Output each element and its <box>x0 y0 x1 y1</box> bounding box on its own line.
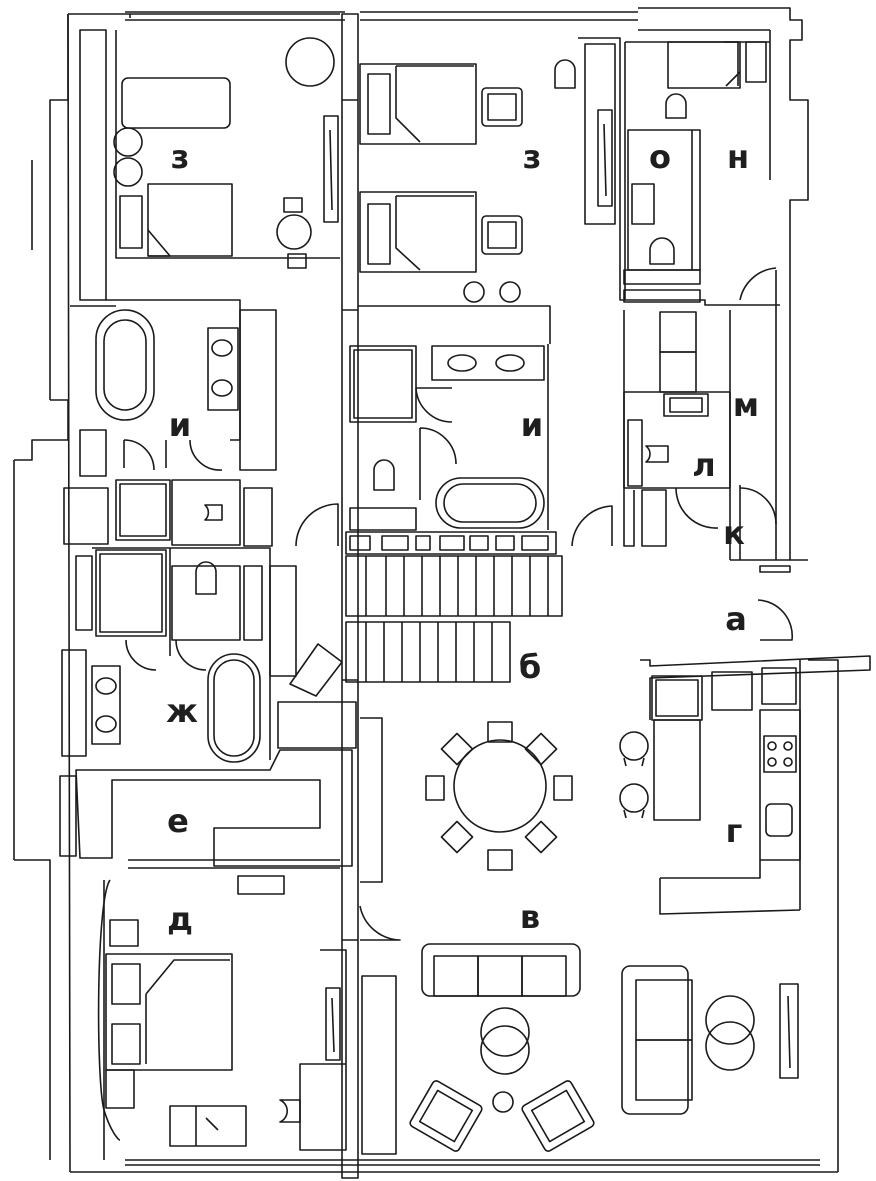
room-label-zh: ж <box>166 692 198 730</box>
rooms-o-n <box>578 37 780 306</box>
room-label-e: е <box>167 802 189 840</box>
room-label-i2: и <box>521 406 543 444</box>
living-v <box>409 721 799 1152</box>
kitchen-g <box>619 655 871 915</box>
room-label-g: г <box>726 812 743 850</box>
room-label-d: д <box>167 900 193 938</box>
room-label-a: а <box>725 600 747 638</box>
room-labels: з з о н и и млк а б ж е г д в <box>166 138 759 938</box>
entry-stairs <box>289 503 794 697</box>
room-label-i1: и <box>169 406 191 444</box>
bedroom-d <box>97 879 401 1160</box>
room-label-v: в <box>520 898 540 936</box>
bedroom-z-center <box>358 59 576 344</box>
rooms-m-l-k <box>623 310 790 561</box>
room-label-l: л <box>692 446 715 484</box>
room-label-z2: з <box>523 138 542 176</box>
wardrobe-e <box>59 701 383 895</box>
bath-zh <box>61 547 297 763</box>
outer-walls <box>13 7 839 1179</box>
room-label-z1: з <box>171 138 190 176</box>
room-label-b: б <box>519 648 541 686</box>
room-label-o: о <box>649 138 671 176</box>
bath-i-center <box>345 344 557 555</box>
bath-i-left <box>63 299 277 547</box>
room-label-n: н <box>727 138 749 176</box>
room-label-k: к <box>723 514 745 552</box>
room-label-m: м <box>733 386 759 424</box>
bedroom-z-left <box>113 30 340 269</box>
